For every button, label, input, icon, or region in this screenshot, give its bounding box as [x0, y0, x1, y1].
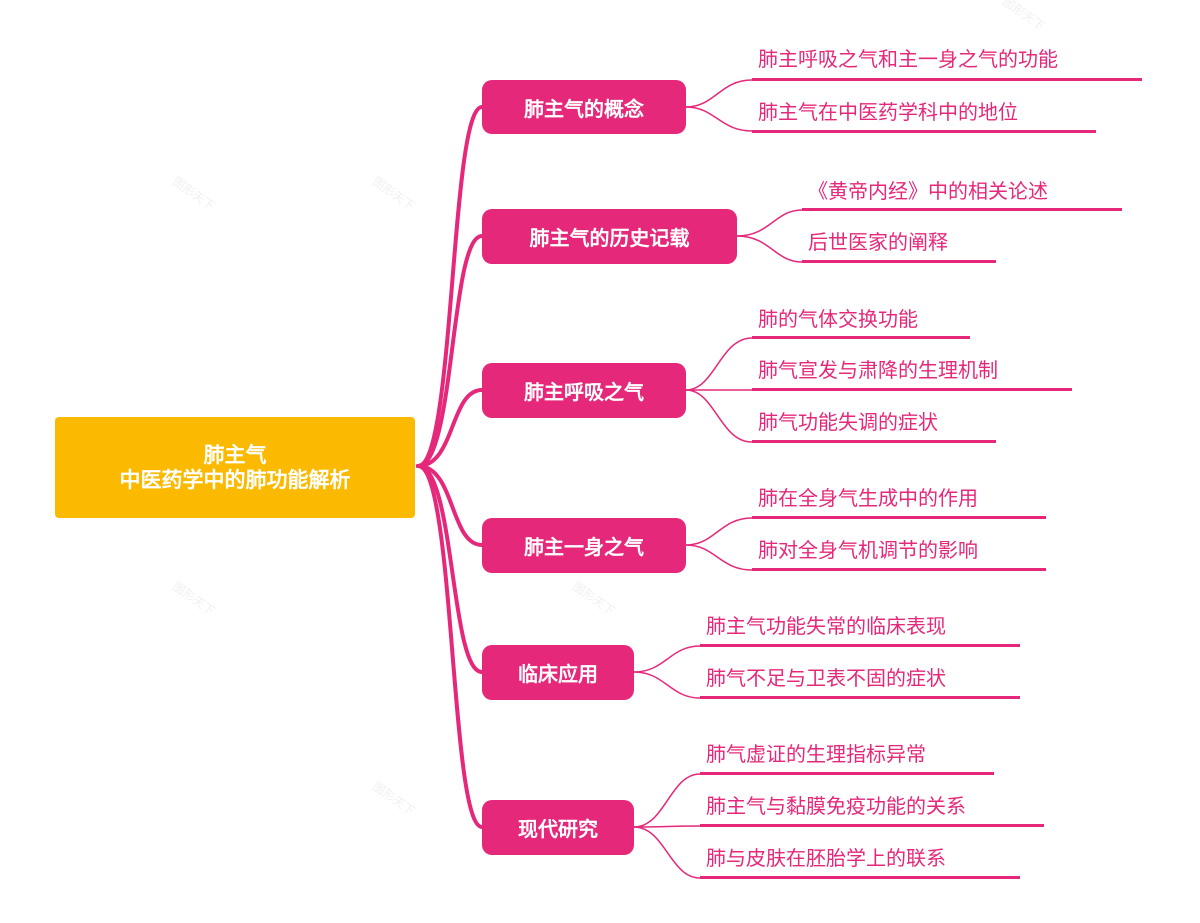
topic-label: 肺主一身之气 [524, 535, 644, 559]
watermark: 图形天下 [370, 174, 418, 214]
topic-label: 现代研究 [518, 817, 598, 841]
leaf-item[interactable]: 《黄帝内经》中的相关论述 [808, 179, 1048, 203]
leaf-underline [700, 876, 1020, 879]
topic-clinical[interactable]: 临床应用 [482, 645, 634, 700]
topic-history[interactable]: 肺主气的历史记载 [482, 209, 737, 264]
root-node[interactable]: 肺主气 中医药学中的肺功能解析 [55, 417, 415, 518]
topic-modern-research[interactable]: 现代研究 [482, 800, 634, 855]
leaf-underline [752, 568, 1046, 571]
watermark: 图形天下 [370, 779, 418, 819]
leaf-underline [802, 208, 1122, 211]
leaf-item[interactable]: 肺主呼吸之气和主一身之气的功能 [758, 47, 1058, 71]
leaf-item[interactable]: 肺主气在中医药学科中的地位 [758, 100, 1018, 124]
leaf-underline [752, 130, 1096, 133]
leaf-item[interactable]: 肺气宣发与肃降的生理机制 [758, 358, 998, 382]
leaf-item[interactable]: 肺气虚证的生理指标异常 [706, 742, 926, 766]
topic-label: 肺主气的历史记载 [529, 226, 690, 250]
leaf-item[interactable]: 肺对全身气机调节的影响 [758, 538, 978, 562]
topic-label: 肺主气的概念 [524, 96, 644, 121]
topic-concept[interactable]: 肺主气的概念 [482, 80, 686, 134]
topic-respiration[interactable]: 肺主呼吸之气 [482, 363, 686, 418]
leaf-underline [752, 516, 1046, 519]
topic-body-qi[interactable]: 肺主一身之气 [482, 518, 686, 573]
topic-label: 肺主呼吸之气 [524, 380, 644, 404]
leaf-underline [700, 772, 994, 775]
leaf-item[interactable]: 肺与皮肤在胚胎学上的联系 [706, 846, 946, 870]
leaf-underline [700, 644, 1020, 647]
leaf-item[interactable]: 后世医家的阐释 [808, 230, 948, 254]
leaf-item[interactable]: 肺气不足与卫表不固的症状 [706, 666, 946, 690]
leaf-item[interactable]: 肺在全身气生成中的作用 [758, 486, 978, 510]
leaf-item[interactable]: 肺主气功能失常的临床表现 [706, 614, 946, 638]
leaf-item[interactable]: 肺气功能失调的症状 [758, 410, 938, 434]
leaf-underline [752, 336, 970, 339]
watermark: 图形天下 [1000, 0, 1048, 34]
root-title: 肺主气 [203, 442, 267, 467]
leaf-underline [700, 696, 1020, 699]
leaf-item[interactable]: 肺的气体交换功能 [758, 307, 918, 331]
leaf-underline [752, 440, 996, 443]
leaf-underline [752, 388, 1072, 391]
leaf-underline [700, 824, 1044, 827]
leaf-underline [752, 78, 1142, 81]
topic-label: 临床应用 [518, 662, 598, 686]
watermark: 图形天下 [170, 174, 218, 214]
leaf-underline [802, 260, 996, 263]
watermark: 图形天下 [170, 579, 218, 619]
leaf-item[interactable]: 肺主气与黏膜免疫功能的关系 [706, 794, 966, 818]
watermark: 图形天下 [570, 579, 618, 619]
root-subtitle: 中医药学中的肺功能解析 [119, 467, 351, 492]
